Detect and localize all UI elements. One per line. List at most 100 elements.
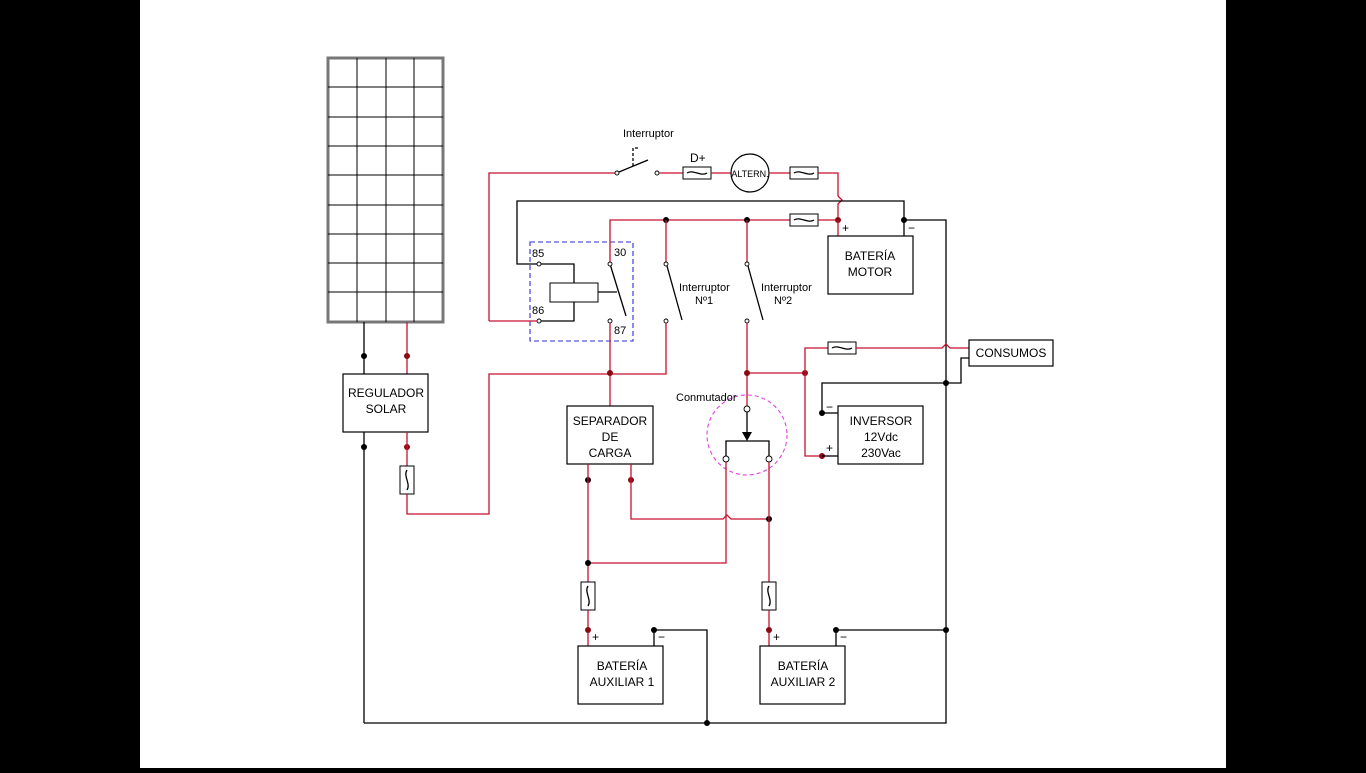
regulador-label-2: SOLAR xyxy=(366,402,407,416)
regulator-to-separator-wire xyxy=(406,373,610,515)
drawing-sheet xyxy=(140,0,1226,768)
switch-terminal xyxy=(614,170,620,176)
switch-terminal xyxy=(654,170,660,176)
interruptor-top-label: Interruptor xyxy=(623,128,674,140)
aux2-minus: − xyxy=(840,630,847,644)
junction xyxy=(744,370,750,376)
fuse-element xyxy=(405,469,409,491)
conmutador-arrow-icon xyxy=(742,432,752,441)
inversor-minus: − xyxy=(826,400,833,414)
switch-terminal xyxy=(744,261,750,267)
interruptor-1-label-b: Nº1 xyxy=(695,295,713,307)
relay-contact xyxy=(609,263,627,317)
junction xyxy=(404,353,410,359)
conmutador-to-aux1-wire xyxy=(588,462,727,564)
relay-coil-wire xyxy=(539,302,575,322)
wire xyxy=(856,343,969,349)
fuse-element xyxy=(767,585,771,607)
switch-terminal xyxy=(663,318,669,324)
aux1-plus: + xyxy=(592,630,599,644)
inversor-plus: + xyxy=(826,441,833,455)
inversor-box: INVERSOR 12Vdc 230Vac xyxy=(837,405,924,465)
bateria-motor-label-2: MOTOR xyxy=(848,265,893,279)
relay-coil-icon xyxy=(549,282,599,303)
ground-bus xyxy=(364,219,947,724)
interruptor-1-switch-icon xyxy=(666,265,683,321)
separador-label-1: SEPARADOR xyxy=(573,414,648,428)
junction xyxy=(833,627,839,633)
relay-pin-30-label: 30 xyxy=(614,247,626,259)
alternator-label: ALTERN. xyxy=(731,169,768,179)
consumos-box: CONSUMOS xyxy=(968,339,1054,367)
junction xyxy=(361,353,367,359)
conmutador-outline xyxy=(706,394,788,476)
relay-pin-87-label: 87 xyxy=(614,325,626,337)
bateria-motor-label-1: BATERÍA xyxy=(845,248,895,263)
alternator-to-battery-wire xyxy=(818,172,843,220)
interruptor-2-label-a: Interruptor xyxy=(761,282,812,294)
separador-carga-box: SEPARADOR DE CARGA xyxy=(566,405,654,465)
relay-pin-85 xyxy=(536,261,542,267)
consumos-negative-wire xyxy=(946,357,969,384)
solar-panel xyxy=(326,56,445,324)
junction xyxy=(585,627,591,633)
main-positive-bus xyxy=(609,219,790,262)
inversor-label-3: 230Vac xyxy=(861,446,901,460)
d-plus-wire xyxy=(488,172,617,321)
junction xyxy=(585,560,591,566)
bateria-motor-box: BATERÍA MOTOR xyxy=(827,235,914,295)
interruptor-1-label-a: Interruptor xyxy=(679,282,730,294)
aux1-negative-wire xyxy=(653,629,708,723)
interruptor-2-switch-icon xyxy=(747,265,764,321)
separador-out-2-wire xyxy=(630,464,769,520)
bateria-auxiliar-2-box: BATERÍA AUXILIAR 2 xyxy=(759,645,846,705)
conmutador-terminal-1 xyxy=(722,455,730,463)
conmutador-common-terminal xyxy=(743,405,751,413)
bateria-auxiliar-1-box: BATERÍA AUXILIAR 1 xyxy=(577,645,664,705)
fuse-element xyxy=(793,171,815,175)
relay-ground-wire xyxy=(516,200,905,265)
fuse-element xyxy=(586,585,590,607)
inversor-negative-wire xyxy=(821,382,946,413)
consumos-label: CONSUMOS xyxy=(976,346,1047,360)
d-plus-label: D+ xyxy=(690,151,706,165)
conmutador-terminal-2 xyxy=(765,455,773,463)
inversor-positive-wire xyxy=(804,373,822,457)
separador-label-3: CARGA xyxy=(589,446,632,460)
separador-label-2: DE xyxy=(602,430,619,444)
inversor-label-1: INVERSOR xyxy=(850,414,913,428)
regulador-label-1: REGULADOR xyxy=(348,386,424,400)
aux1-minus: − xyxy=(658,630,665,644)
bateria-motor-plus: + xyxy=(842,221,849,235)
fuse-element xyxy=(831,346,853,350)
fuse-element xyxy=(686,171,708,175)
relay-outline xyxy=(529,241,634,342)
relay-pin-87 xyxy=(607,318,613,324)
conmutador-contacts xyxy=(725,440,770,456)
aux1-label-1: BATERÍA xyxy=(597,658,647,673)
aux2-label-2: AUXILIAR 2 xyxy=(771,675,836,689)
regulador-solar-box: REGULADOR SOLAR xyxy=(342,373,429,433)
junction xyxy=(766,627,772,633)
switch-actuator xyxy=(632,147,638,166)
aux2-label-1: BATERÍA xyxy=(778,658,828,673)
switch-terminal xyxy=(744,318,750,324)
aux1-label-2: AUXILIAR 1 xyxy=(590,675,655,689)
junction xyxy=(651,627,657,633)
relay-pin-85-label: 85 xyxy=(532,248,544,260)
relay-pin-86-label: 86 xyxy=(532,305,544,317)
switch-terminal xyxy=(663,261,669,267)
fuse-element xyxy=(793,218,815,222)
interruptor-2-label-b: Nº2 xyxy=(774,295,792,307)
junction xyxy=(607,370,613,376)
relay-coil-wire xyxy=(539,263,575,283)
inversor-label-2: 12Vdc xyxy=(864,430,898,444)
relay-pin-86 xyxy=(536,318,542,324)
conmutador-label: Conmutador xyxy=(676,392,737,404)
relay-pin-30 xyxy=(607,261,613,267)
aux2-plus: + xyxy=(773,630,780,644)
bateria-motor-minus: − xyxy=(908,221,915,235)
wire xyxy=(610,323,667,375)
